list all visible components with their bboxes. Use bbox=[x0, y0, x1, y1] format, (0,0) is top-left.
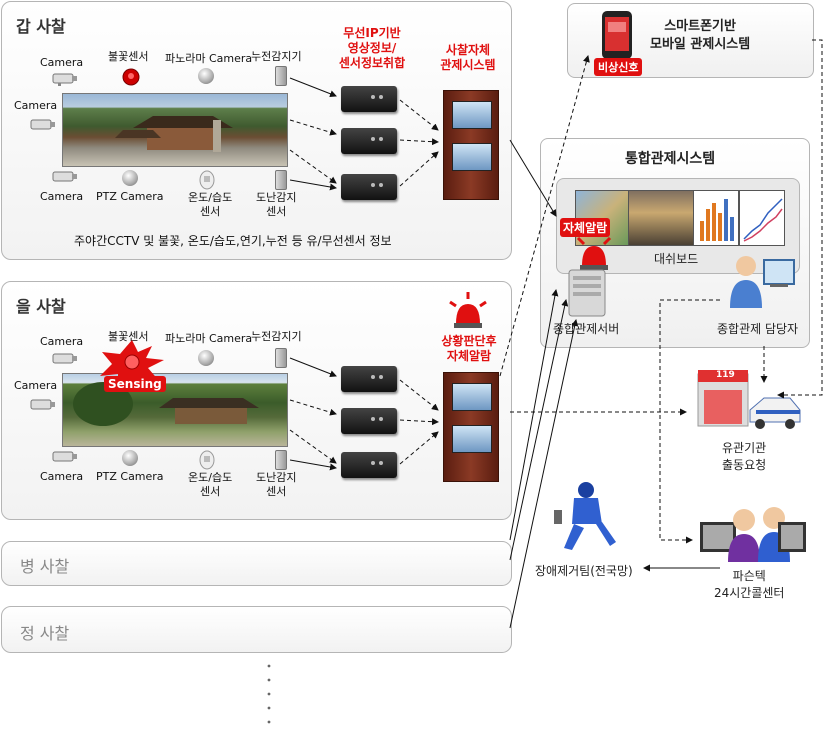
emergency-signal-badge: 비상신호 bbox=[594, 58, 643, 76]
dvr-device bbox=[341, 174, 397, 200]
agency-label: 유관기관 출동요청 bbox=[722, 441, 767, 472]
dashboard-line-chart bbox=[739, 190, 785, 246]
sensing-label: Sensing bbox=[104, 376, 166, 392]
camera-label: Camera bbox=[40, 56, 84, 69]
call-center-icon bbox=[700, 507, 806, 562]
theft-sensor-label: 도난감지 센서 bbox=[256, 191, 297, 218]
temple-b-title: 을 사찰 bbox=[16, 297, 66, 316]
dvr-device bbox=[341, 86, 397, 112]
camera-icon bbox=[30, 399, 55, 410]
temple-b-photo bbox=[62, 373, 288, 447]
camera-icon bbox=[52, 353, 77, 364]
camera-icon bbox=[52, 73, 77, 86]
self-system-label: 사찰자체 관제시스템 bbox=[440, 43, 496, 72]
panorama-camera-label: 파노라마 Camera bbox=[165, 52, 253, 65]
integrated-title: 통합관제시스템 bbox=[625, 151, 716, 167]
fire-sensor-label: 불꽃센서 bbox=[108, 330, 149, 343]
camera-label: Camera bbox=[40, 335, 84, 348]
dvr-device bbox=[341, 408, 397, 434]
leak-detector-label: 누전감지기 bbox=[251, 50, 302, 63]
repair-worker-icon bbox=[554, 482, 616, 550]
panorama-camera-icon bbox=[198, 68, 214, 84]
sensing-burst-icon bbox=[100, 340, 164, 392]
temple-a-title: 갑 사찰 bbox=[16, 17, 66, 36]
dashboard-label: 대쉬보드 bbox=[654, 252, 699, 266]
temple-d-title: 정 사찰 bbox=[20, 624, 70, 643]
temple-a-caption: 주야간CCTV 및 불꽃, 온도/습도,연기,누전 등 유/무선센서 정보 bbox=[74, 234, 392, 248]
leak-detector-label: 누전감지기 bbox=[251, 330, 302, 343]
camera-icon bbox=[52, 171, 77, 182]
dashboard-video bbox=[628, 190, 694, 246]
ptz-camera-icon bbox=[122, 450, 138, 466]
alarm-light-icon bbox=[449, 292, 487, 328]
temple-c-panel bbox=[1, 541, 512, 586]
temp-humidity-label: 온도/습도 센서 bbox=[188, 471, 233, 498]
collect-label: 무선IP기반 영상정보/ 센서정보취합 bbox=[338, 26, 406, 70]
repair-team-label: 장애제거팀(전국망) bbox=[535, 564, 633, 578]
dvr-device bbox=[341, 366, 397, 392]
camera-bottom-label: Camera bbox=[40, 470, 84, 483]
station-sign: 119 bbox=[716, 370, 735, 380]
dvr-device bbox=[341, 452, 397, 478]
camera-icon bbox=[52, 451, 77, 462]
camera-left-label: Camera bbox=[14, 99, 58, 112]
temp-humidity-sensor-icon bbox=[199, 450, 215, 470]
theft-sensor-icon bbox=[275, 170, 287, 190]
more-dots bbox=[267, 664, 271, 724]
temp-humidity-sensor-icon bbox=[199, 170, 215, 190]
operator-label: 종합관제 담당자 bbox=[717, 322, 799, 336]
smartphone-icon bbox=[602, 11, 632, 59]
fire-sensor-label: 불꽃센서 bbox=[108, 50, 149, 63]
alarm-light-icon bbox=[576, 236, 612, 270]
ptz-camera-label: PTZ Camera bbox=[96, 190, 164, 203]
ptz-camera-icon bbox=[122, 170, 138, 186]
leak-detector-icon bbox=[275, 348, 287, 368]
server-icon bbox=[568, 269, 606, 317]
fire-station-icon bbox=[697, 370, 801, 429]
camera-left-label: Camera bbox=[14, 379, 58, 392]
fire-sensor-icon bbox=[122, 68, 140, 86]
dvr-device bbox=[341, 128, 397, 154]
ptz-camera-label: PTZ Camera bbox=[96, 470, 164, 483]
alarm-label: 상황판단후 자체알람 bbox=[441, 334, 497, 363]
leak-detector-icon bbox=[275, 66, 287, 86]
call-center-label: 파슨텍 24시간콜센터 bbox=[714, 569, 785, 600]
self-control-cabinet bbox=[443, 372, 499, 482]
theft-sensor-label: 도난감지 센서 bbox=[256, 471, 297, 498]
dashboard-bar-chart bbox=[693, 190, 739, 246]
self-control-cabinet bbox=[443, 90, 499, 200]
self-alarm-badge: 자체알람 bbox=[560, 218, 611, 237]
mobile-title: 스마트폰기반 모바일 관제시스템 bbox=[650, 19, 751, 52]
temple-d-panel bbox=[1, 606, 512, 653]
temple-c-title: 병 사찰 bbox=[20, 557, 70, 576]
temple-a-photo bbox=[62, 93, 288, 167]
theft-sensor-icon bbox=[275, 450, 287, 470]
camera-bottom-label: Camera bbox=[40, 190, 84, 203]
temp-humidity-label: 온도/습도 센서 bbox=[188, 191, 233, 218]
operator-icon bbox=[730, 256, 795, 308]
panorama-camera-label: 파노라마 Camera bbox=[165, 332, 253, 345]
server-label: 종합관제서버 bbox=[553, 322, 620, 336]
camera-icon bbox=[30, 119, 55, 130]
panorama-camera-icon bbox=[198, 350, 214, 366]
